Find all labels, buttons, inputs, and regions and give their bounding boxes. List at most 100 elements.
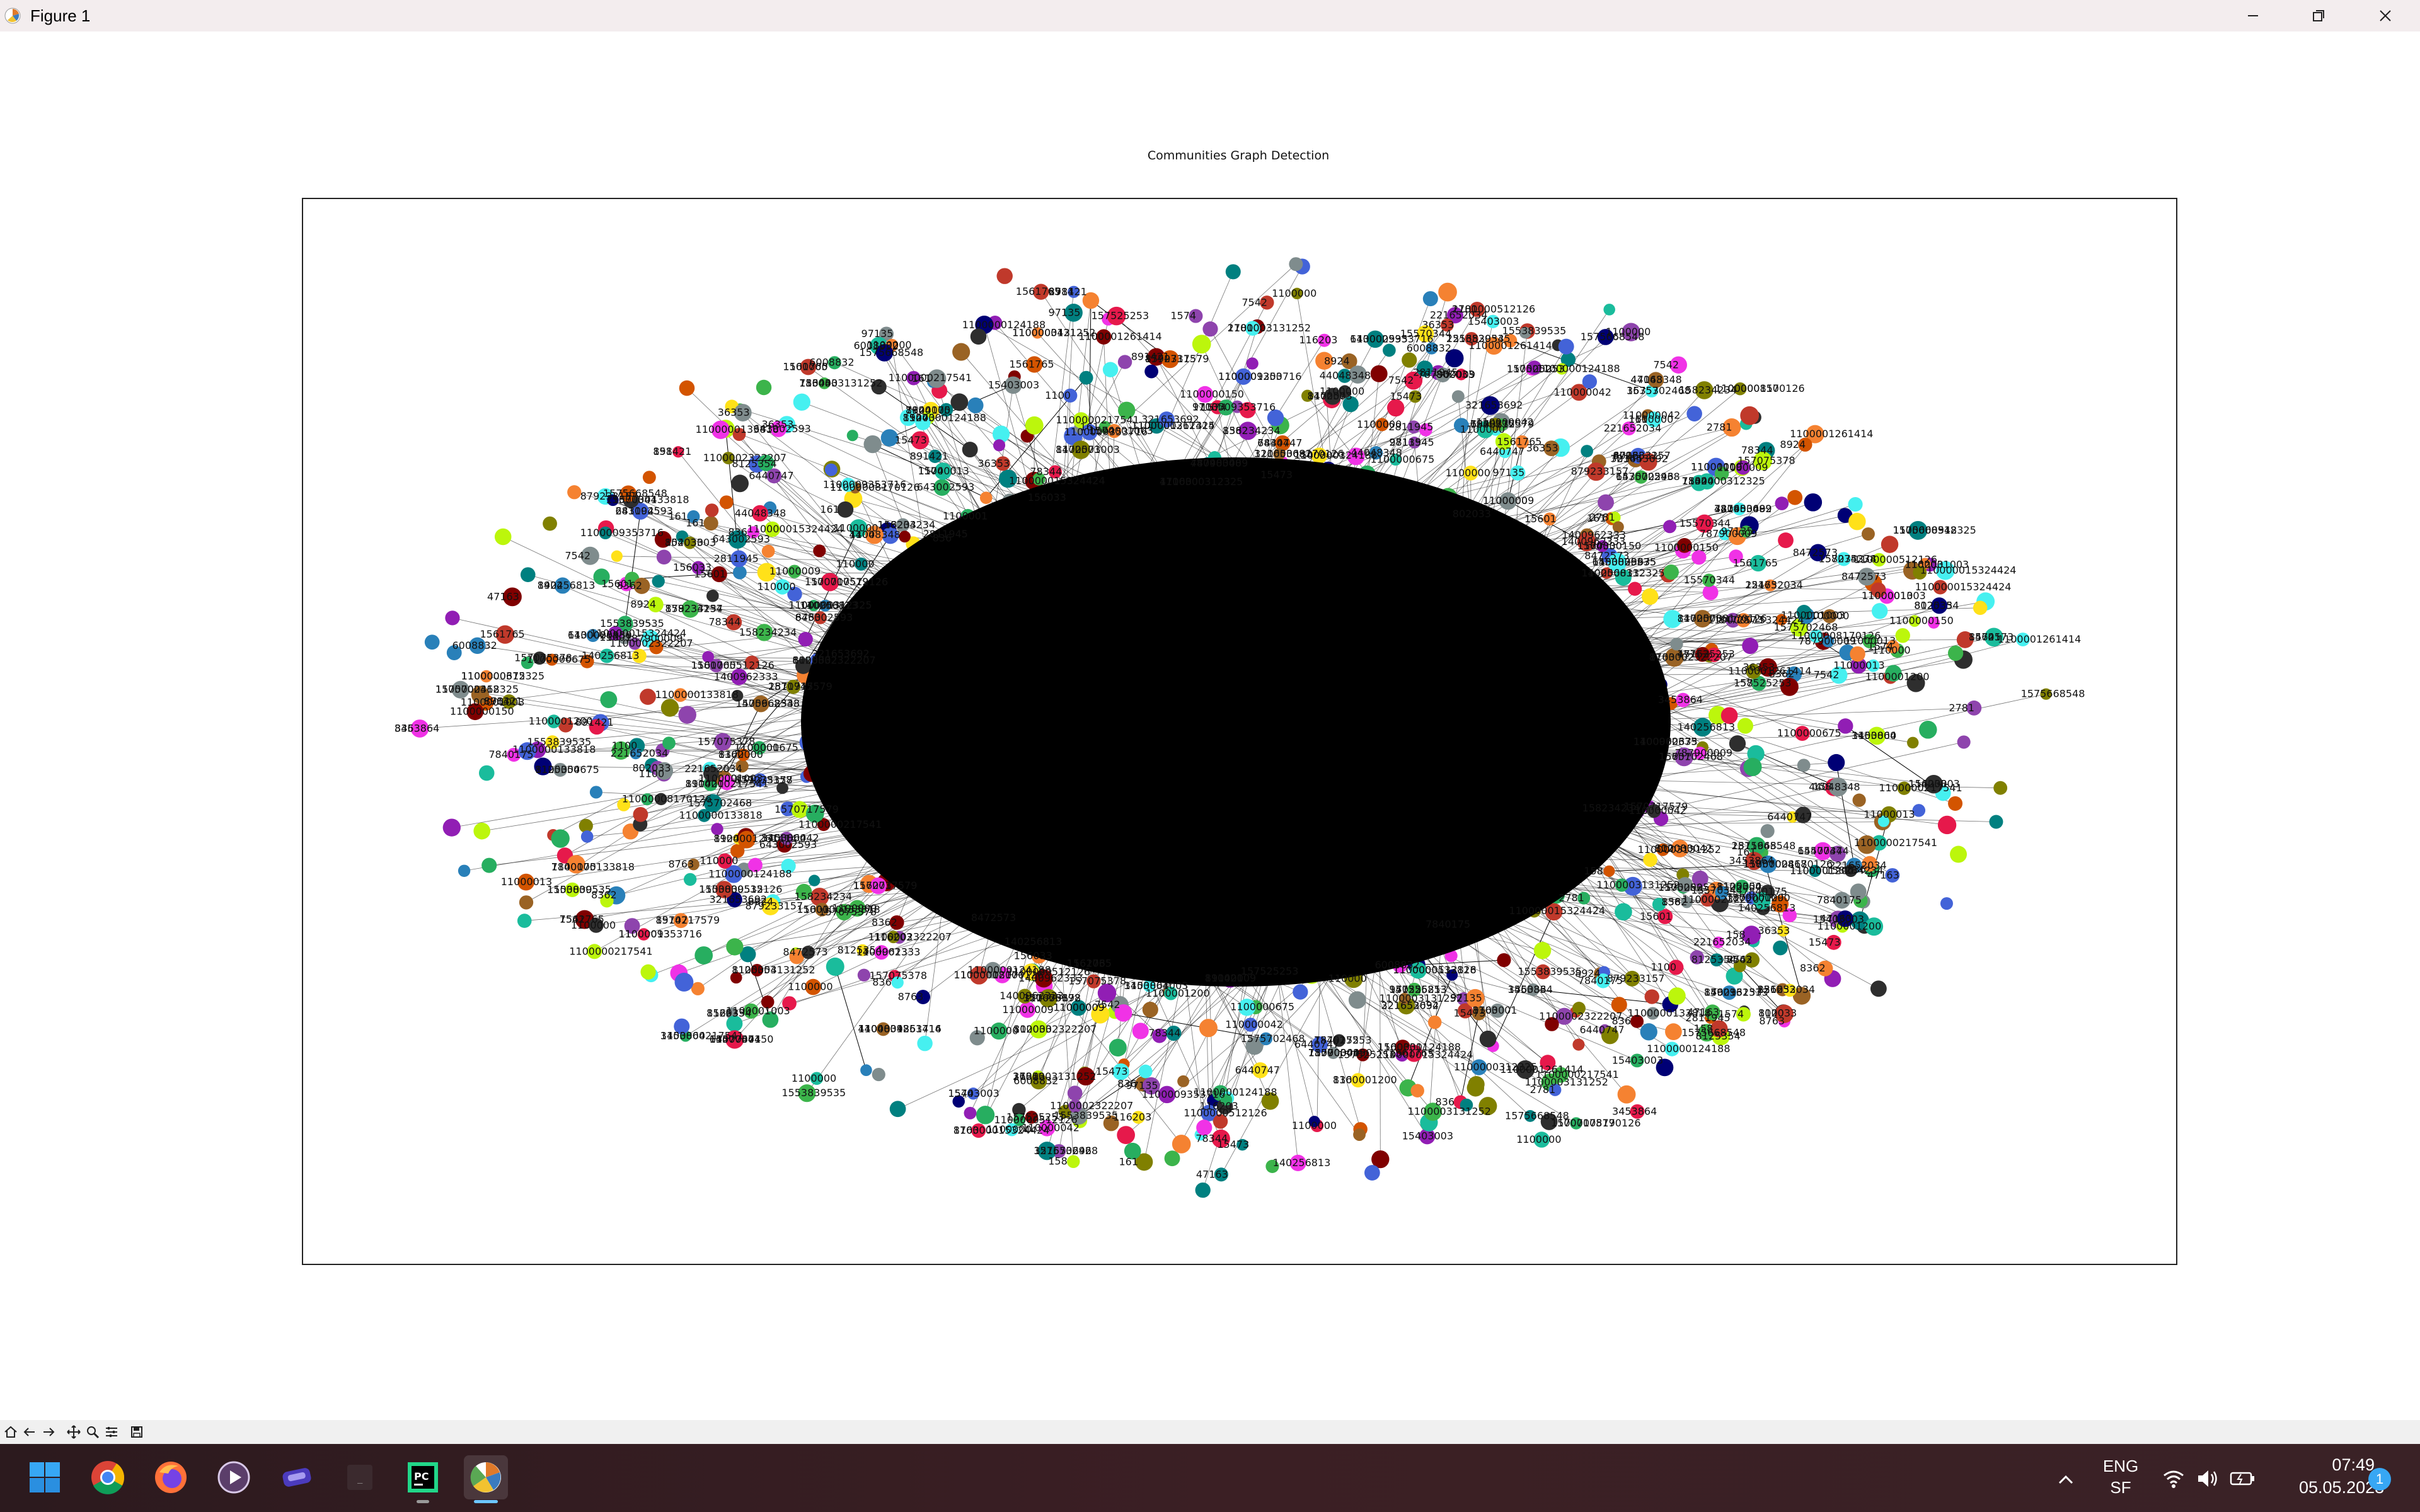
graph-node-label: 221652034 (1430, 309, 1488, 321)
graph-edge (1460, 1013, 1480, 1102)
graph-node-label: 1100000675 (1634, 736, 1698, 748)
graph-node (1457, 1003, 1473, 1019)
language-indicator[interactable]: ENG SF (2092, 1454, 2149, 1502)
graph-node (856, 944, 869, 956)
graph-node (1117, 355, 1132, 369)
maximize-button[interactable] (2284, 0, 2353, 32)
graph-node (1152, 1028, 1167, 1043)
graph-labels: 1553839535157525253321653692221652034110… (395, 285, 2085, 1180)
graph-node (628, 637, 642, 650)
save-button[interactable] (129, 1424, 145, 1440)
graph-node-label: 110000015324424 (954, 1125, 1050, 1137)
clock[interactable]: 07:49 05.05.2023 (2299, 1453, 2384, 1503)
keyboard-layout: SF (2110, 1478, 2131, 1497)
taskbar-firefox[interactable] (149, 1455, 193, 1499)
graph-node-label: 6008832 (452, 639, 497, 651)
graph-node-label: 11000008170126 (830, 481, 920, 493)
graph-node-label: 1100001200 (529, 715, 593, 727)
back-button[interactable] (21, 1424, 38, 1440)
graph-node (1405, 1045, 1423, 1062)
graph-node-label: 2781 (1452, 303, 1478, 315)
taskbar-vr-app[interactable] (275, 1455, 319, 1499)
start-button[interactable] (23, 1455, 67, 1499)
graph-node (1353, 1128, 1366, 1141)
graph-node-label: 1100000512126 (1007, 966, 1090, 978)
graph-node-label: 15570344 (1797, 845, 1848, 857)
graph-node-label: 157525253 (1006, 1111, 1064, 1123)
configure-button[interactable] (103, 1424, 120, 1440)
graph-node (1862, 634, 1877, 649)
graph-node (1743, 757, 1762, 776)
graph-node (674, 1018, 690, 1034)
graph-node-label: 8362 (718, 748, 744, 760)
graph-node-label: 891421 (1049, 285, 1087, 297)
graph-node-label: 8472573 (1584, 549, 1629, 561)
plot-title: Communities Graph Detection (1147, 149, 1330, 163)
minimize-button[interactable] (2218, 0, 2288, 32)
graph-node (880, 429, 899, 447)
taskbar-pycharm[interactable]: PC (401, 1455, 445, 1503)
graph-node-label: 97135 (1450, 992, 1482, 1004)
graph-node-label: 11000013 (1833, 659, 1884, 671)
graph-node (780, 801, 795, 816)
graph-node-label: 836 (1435, 1096, 1455, 1108)
graph-node-label: 158 (1743, 858, 1763, 870)
close-button[interactable] (2351, 0, 2420, 32)
taskbar-chrome[interactable] (86, 1455, 130, 1499)
graph-node-label: 1100000150 (710, 1033, 774, 1045)
graph-node-label: 1100001200 (1790, 864, 1854, 876)
graph-edge (747, 954, 771, 1020)
forward-button[interactable] (40, 1424, 57, 1440)
graph-node (1852, 793, 1866, 807)
graph-node (896, 518, 910, 532)
graph-node (445, 610, 460, 626)
graph-node (969, 966, 988, 985)
graph-node-label: 1100003131252 (1638, 844, 1721, 856)
graph-node (551, 829, 570, 848)
graph-node (1686, 406, 1702, 421)
graph-node (1556, 363, 1568, 375)
graph-node (1114, 1004, 1132, 1022)
tray-overflow-button[interactable] (2053, 1467, 2078, 1492)
graph-node-label: 1100000312325 (1893, 524, 1976, 536)
taskbar-media-player[interactable] (212, 1455, 256, 1499)
graph-node (1671, 839, 1689, 857)
graph-node (1364, 1165, 1380, 1181)
zoom-button[interactable] (84, 1424, 101, 1440)
graph-node (722, 452, 735, 465)
graph-node-label: 1100000675 (461, 670, 526, 682)
graph-node-label: 15601 (601, 578, 633, 590)
graph-node (1690, 950, 1704, 965)
graph-node-label: 15601 (1640, 910, 1672, 922)
network-button[interactable] (2160, 1465, 2187, 1492)
graph-node (633, 806, 648, 822)
graph-node (734, 404, 752, 421)
home-button[interactable] (3, 1424, 19, 1440)
pan-button[interactable] (66, 1424, 82, 1440)
graph-node (1577, 891, 1591, 905)
graph-node (1823, 609, 1837, 624)
graph-node-label: 47163 (1677, 648, 1709, 660)
window-titlebar[interactable]: Figure 1 (0, 0, 2420, 32)
graph-node-label: 1100001200 (954, 969, 1018, 981)
graph-node-label: 1100000512126 (805, 576, 888, 588)
volume-button[interactable] (2194, 1465, 2221, 1492)
graph-node (1720, 707, 1738, 724)
graph-node (1674, 747, 1694, 767)
graph-node-label: 1100009353716 (823, 478, 906, 490)
graph-node-label: 6008832 (1407, 342, 1451, 354)
battery-button[interactable] (2228, 1465, 2256, 1492)
graph-node-label: 158 (1726, 929, 1746, 941)
graph-node (1677, 538, 1692, 553)
notification-badge[interactable]: 1 (2368, 1468, 2391, 1491)
graph-node-label: 158234234 (665, 603, 723, 615)
taskbar-terminal[interactable]: _ (338, 1455, 382, 1499)
graph-node (719, 495, 734, 510)
graph-node (1714, 466, 1729, 481)
taskbar-python-figure[interactable] (464, 1455, 508, 1503)
graph-node-label: 44048348 (1809, 781, 1860, 793)
graph-node (1552, 1067, 1569, 1083)
graph-node-label: 2811945 (1685, 1012, 1730, 1024)
graph-node (1729, 735, 1746, 752)
